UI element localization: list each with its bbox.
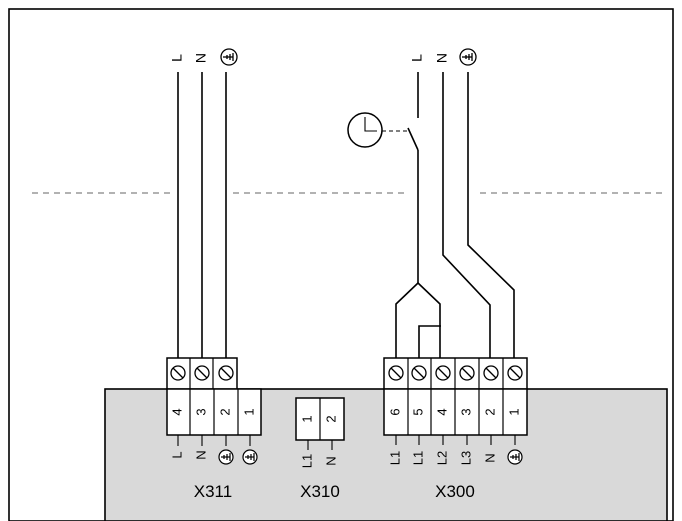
x300-signal-label: L1 bbox=[410, 451, 425, 465]
screw-icon bbox=[170, 365, 186, 381]
screw-icon bbox=[388, 365, 404, 381]
x311-terminal-number: 3 bbox=[193, 408, 208, 415]
timer-clock-icon bbox=[347, 112, 408, 148]
x310-signal-labels: L1 N bbox=[299, 440, 338, 468]
x300-supply-earth-icon bbox=[459, 48, 477, 66]
x311-supply-earth-icon bbox=[220, 48, 238, 66]
x300-signal-label: L1 bbox=[387, 451, 402, 465]
x300-signal-label: N bbox=[482, 453, 497, 462]
x310-signal-label: N bbox=[323, 456, 338, 465]
earth-icon bbox=[218, 449, 234, 465]
earth-icon bbox=[242, 449, 258, 465]
x311-screw-strip bbox=[166, 357, 238, 390]
x300-terminal-number: 3 bbox=[458, 408, 473, 415]
screw-icon bbox=[194, 365, 210, 381]
x300-terminal-number: 4 bbox=[434, 408, 449, 415]
diagram-frame bbox=[8, 8, 674, 521]
x300-signal-label: L2 bbox=[434, 451, 449, 465]
x310-connector-name: X310 bbox=[300, 482, 340, 501]
x300-terminal-number: 6 bbox=[387, 408, 402, 415]
earth-icon bbox=[507, 449, 523, 465]
screw-icon bbox=[435, 365, 451, 381]
screw-icon bbox=[483, 365, 499, 381]
x311-supply-wires bbox=[177, 72, 227, 358]
x311-terminal-number: 4 bbox=[169, 408, 184, 415]
x300-terminal-number: 5 bbox=[410, 408, 425, 415]
x310-terminal-number: 1 bbox=[299, 415, 314, 422]
x300-supply-wires bbox=[395, 72, 515, 358]
x311-terminal-number: 2 bbox=[217, 408, 232, 415]
x300-screw-strip bbox=[383, 357, 528, 390]
screw-icon bbox=[507, 365, 523, 381]
x300-supply-label-n: N bbox=[434, 53, 450, 63]
screw-icon bbox=[411, 365, 427, 381]
x310-signal-label: L1 bbox=[299, 454, 314, 468]
x300-terminal-number: 2 bbox=[482, 408, 497, 415]
x311-signal-labels: L N bbox=[169, 435, 258, 465]
x311-terminal-block: 4 3 2 1 bbox=[166, 388, 262, 436]
x300-signal-labels: L1 L1 L2 L3 N bbox=[387, 435, 523, 465]
x310-terminal-number: 2 bbox=[323, 415, 338, 422]
x311-supply-label-n: N bbox=[193, 53, 209, 63]
x311-connector-name: X311 bbox=[194, 482, 232, 501]
screw-icon bbox=[459, 365, 475, 381]
x311-terminal-number: 1 bbox=[241, 408, 256, 415]
x300-signal-label: L3 bbox=[458, 451, 473, 465]
x300-terminal-number: 1 bbox=[506, 408, 521, 415]
x311-signal-label: N bbox=[193, 450, 208, 459]
x300-supply-label-l: L bbox=[409, 54, 425, 62]
x300-connector-name: X300 bbox=[435, 482, 475, 501]
x311-supply-label-l: L bbox=[169, 54, 185, 62]
x310-terminal-block: 1 2 bbox=[295, 397, 345, 441]
screw-icon bbox=[218, 365, 234, 381]
x300-terminal-block: 6 5 4 3 2 1 bbox=[383, 388, 528, 436]
x311-signal-label: L bbox=[169, 451, 184, 458]
